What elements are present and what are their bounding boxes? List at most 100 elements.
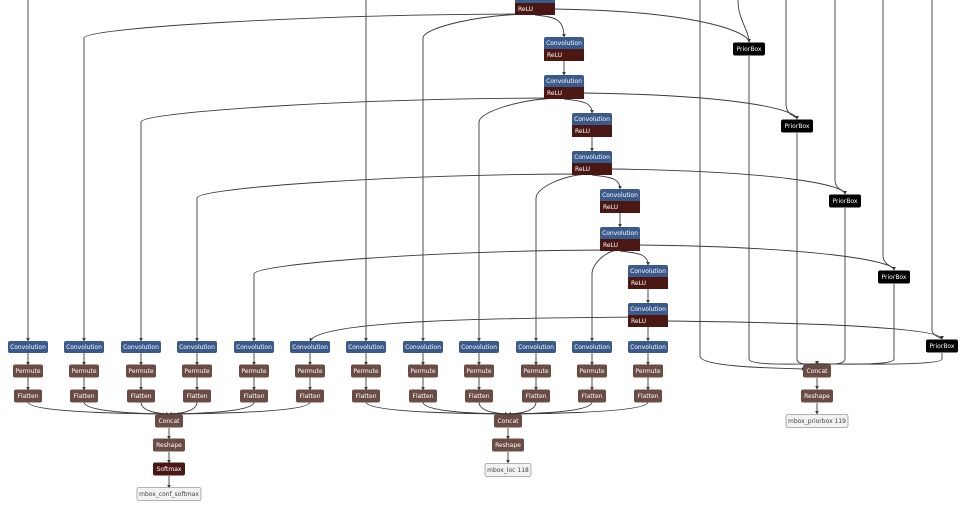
edge xyxy=(609,168,847,195)
node-label: Convolution xyxy=(10,344,46,351)
edge xyxy=(619,250,650,266)
concat-node[interactable]: Concat xyxy=(803,364,831,378)
node-label: Reshape xyxy=(495,442,521,449)
node-label: PriorBox xyxy=(785,123,810,130)
permute-node[interactable]: Permute xyxy=(464,364,494,378)
relu-shape-base xyxy=(600,248,640,251)
node-label: Convolution xyxy=(348,344,384,351)
node-label: Flatten xyxy=(582,393,603,400)
reshape-node[interactable]: Reshape xyxy=(492,438,524,452)
priorbox-node[interactable]: PriorBox xyxy=(878,270,910,284)
output-mbox-priorbox[interactable]: mbox_priorbox 119 xyxy=(785,414,849,428)
edge xyxy=(140,401,170,416)
reshape-node[interactable]: Reshape xyxy=(801,389,833,403)
node-label: Reshape xyxy=(804,393,830,400)
convolution-node[interactable]: Convolution xyxy=(572,341,612,353)
flatten-node[interactable]: Flatten xyxy=(465,389,493,403)
convolution-node[interactable]: Convolution xyxy=(628,341,668,353)
convolution-node[interactable]: Convolution xyxy=(459,341,499,353)
convolution-node[interactable]: Convolution xyxy=(234,341,274,353)
node-label: Permute xyxy=(523,368,548,375)
concat-node[interactable]: Concat xyxy=(494,414,522,428)
relu-label: ReLU xyxy=(631,318,646,325)
convolution-node[interactable]: Convolution xyxy=(516,341,556,353)
permute-node[interactable]: Permute xyxy=(182,364,212,378)
permute-node-shape xyxy=(464,364,494,378)
reshape-node-shape xyxy=(153,438,185,452)
convolution-node[interactable]: Convolution xyxy=(64,341,104,353)
priorbox-node-shape xyxy=(781,119,813,133)
convolution-node[interactable]: Convolution xyxy=(346,341,386,353)
permute-node[interactable]: Permute xyxy=(239,364,269,378)
priorbox-node[interactable]: PriorBox xyxy=(733,42,765,56)
flatten-node[interactable]: Flatten xyxy=(14,389,42,403)
permute-node-shape xyxy=(521,364,551,378)
convolution-node[interactable]: Convolution xyxy=(290,341,330,353)
edge xyxy=(552,8,751,43)
flatten-node-shape xyxy=(465,389,493,403)
permute-node[interactable]: Permute xyxy=(577,364,607,378)
flatten-node[interactable]: Flatten xyxy=(522,389,550,403)
node-label: Permute xyxy=(71,368,96,375)
flatten-node[interactable]: Flatten xyxy=(296,389,324,403)
permute-node[interactable]: Permute xyxy=(69,364,99,378)
convolution-node[interactable]: Convolution xyxy=(121,341,161,353)
node-label: Convolution xyxy=(123,344,159,351)
permute-node[interactable]: Permute xyxy=(408,364,438,378)
graph-nodes: ConvolutionReLUConvolutionReLUConvolutio… xyxy=(8,0,958,501)
node-label: Convolution xyxy=(574,154,610,161)
priorbox-node[interactable]: PriorBox xyxy=(781,119,813,133)
node-label: Permute xyxy=(241,368,266,375)
convolution-node[interactable]: Convolution xyxy=(177,341,217,353)
output-mbox-loc[interactable]: mbox_loc 118 xyxy=(484,463,532,477)
permute-node[interactable]: Permute xyxy=(351,364,381,378)
convolution-node[interactable]: Convolution xyxy=(8,341,48,353)
node-label: Permute xyxy=(466,368,491,375)
edge xyxy=(507,401,649,416)
flatten-node[interactable]: Flatten xyxy=(634,389,662,403)
permute-node[interactable]: Permute xyxy=(521,364,551,378)
flatten-node[interactable]: Flatten xyxy=(127,389,155,403)
softmax-node[interactable]: Softmax xyxy=(153,462,185,476)
permute-node[interactable]: Permute xyxy=(126,364,156,378)
flatten-node[interactable]: Flatten xyxy=(409,389,437,403)
flatten-node[interactable]: Flatten xyxy=(240,389,268,403)
node-label: Convolution xyxy=(461,344,497,351)
permute-node[interactable]: Permute xyxy=(633,364,663,378)
flatten-node[interactable]: Flatten xyxy=(70,389,98,403)
edge xyxy=(815,353,943,365)
permute-node[interactable]: Permute xyxy=(13,364,43,378)
permute-node[interactable]: Permute xyxy=(295,364,325,378)
edge xyxy=(309,316,639,342)
edge xyxy=(27,401,170,416)
edge xyxy=(365,401,509,416)
priorbox-node[interactable]: PriorBox xyxy=(829,194,861,208)
priorbox-node[interactable]: PriorBox xyxy=(926,339,958,353)
flatten-node[interactable]: Flatten xyxy=(578,389,606,403)
relu-label: ReLU xyxy=(518,6,533,13)
convolution-shape xyxy=(8,341,48,353)
flatten-node-shape xyxy=(352,389,380,403)
relu-label: ReLU xyxy=(575,166,590,173)
node-label: Convolution xyxy=(574,344,610,351)
node-label: Permute xyxy=(128,368,153,375)
flatten-node-shape xyxy=(522,389,550,403)
reshape-node[interactable]: Reshape xyxy=(153,438,185,452)
output-conf-softmax[interactable]: mbox_conf_softmax xyxy=(136,487,202,501)
flatten-node[interactable]: Flatten xyxy=(352,389,380,403)
node-label: PriorBox xyxy=(833,198,858,205)
concat-node[interactable]: Concat xyxy=(155,414,183,428)
convolution-node[interactable]: Convolution xyxy=(403,341,443,353)
relu-shape-base xyxy=(600,210,640,213)
flatten-node[interactable]: Flatten xyxy=(183,389,211,403)
